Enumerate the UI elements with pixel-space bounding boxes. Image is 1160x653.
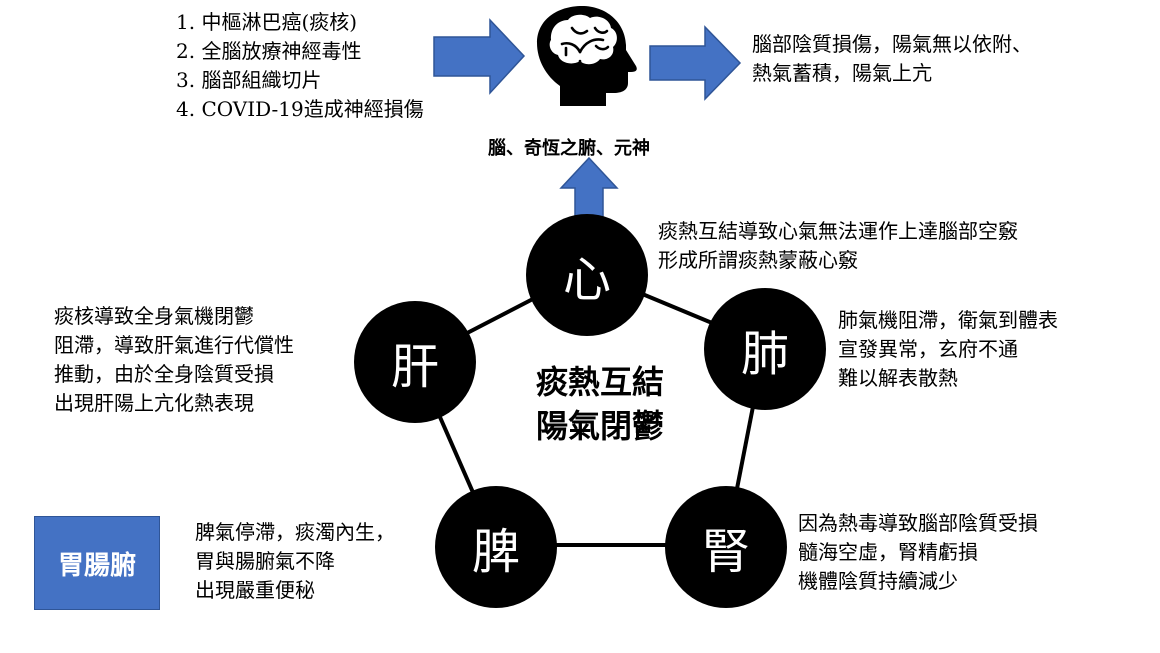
arrow-right-icon [433,18,526,95]
note-line: 出現嚴重便秘 [195,578,315,602]
note-line: 形成所謂痰熱蒙蔽心竅 [658,248,858,272]
list-item: 1. 中樞淋巴癌(痰核) [176,10,358,34]
heart-note: 痰熱互結導致心氣無法運作上達腦部空竅 形成所謂痰熱蒙蔽心竅 [658,217,1018,275]
note-line: 痰核導致全身氣機閉鬱 [54,304,254,328]
lung-note: 肺氣機阻滯，衛氣到體表 宣發異常，玄府不通 難以解表散熱 [838,306,1058,393]
note-line: 痰熱互結導致心氣無法運作上達腦部空竅 [658,219,1018,243]
brain-head-icon [537,6,637,106]
list-item: 2. 全腦放療神經毒性 [176,39,362,63]
brain-label: 腦、奇恆之腑、元神 [488,138,650,159]
note-line: 因為熱毒導致腦部陰質受損 [798,511,1038,535]
note-line: 脾氣停滯，痰濁內生， [195,520,395,544]
arrow-right-icon [649,25,742,101]
spleen-note: 脾氣停滯，痰濁內生， 胃與腸腑氣不降 出現嚴重便秘 [195,518,395,605]
note-line: 腦部陰質損傷，陽氣無以依附、 [752,32,1032,56]
note-line: 宣發異常，玄府不通 [838,337,1018,361]
liver-note: 痰核導致全身氣機閉鬱 阻滯，導致肝氣進行代償性 推動，由於全身陰質受損 出現肝陽… [54,302,294,418]
causes-list: 1. 中樞淋巴癌(痰核) 2. 全腦放療神經毒性 3. 腦部組織切片 4. CO… [176,8,424,124]
note-line: 推動，由於全身陰質受損 [54,362,274,386]
note-line: 胃與腸腑氣不降 [195,549,335,573]
center-label: 痰熱互結 陽氣閉鬱 [500,360,700,448]
node-lung: 肺 [704,288,826,410]
center-line: 陽氣閉鬱 [535,407,664,445]
note-line: 出現肝陽上亢化熱表現 [54,391,254,415]
node-kidney: 腎 [665,486,787,608]
center-line: 痰熱互結 [535,363,664,401]
note-line: 機體陰質持續減少 [798,569,958,593]
stomach-intestine-box: 胃腸腑 [34,516,160,610]
note-line: 髓海空虛，腎精虧損 [798,540,978,564]
node-heart: 心 [526,214,648,336]
note-line: 肺氣機阻滯，衛氣到體表 [838,308,1058,332]
list-item: 3. 腦部組織切片 [176,68,322,92]
list-item: 4. COVID-19造成神經損傷 [176,97,424,121]
brain-effect-note: 腦部陰質損傷，陽氣無以依附、 熱氣蓄積，陽氣上亢 [752,30,1032,88]
note-line: 阻滯，導致肝氣進行代償性 [54,333,294,357]
node-spleen: 脾 [435,486,557,608]
node-liver: 肝 [354,301,476,423]
kidney-note: 因為熱毒導致腦部陰質受損 髓海空虛，腎精虧損 機體陰質持續減少 [798,509,1038,596]
note-line: 難以解表散熱 [838,366,958,390]
note-line: 熱氣蓄積，陽氣上亢 [752,61,932,85]
